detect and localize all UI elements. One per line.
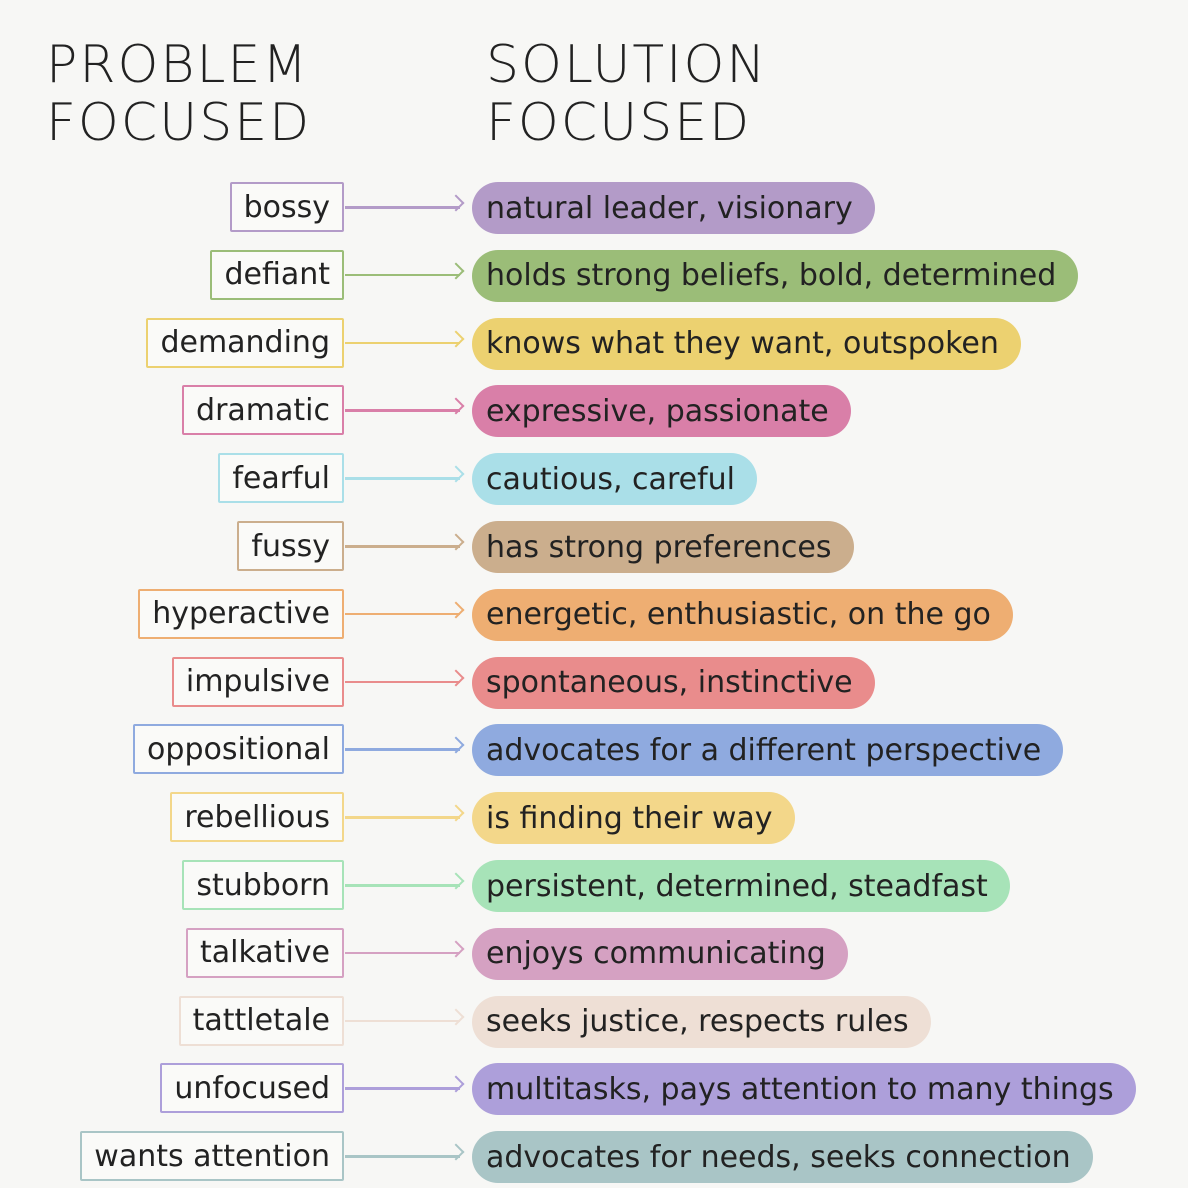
- problem-label: dramatic: [182, 385, 344, 436]
- problem-label: wants attention: [80, 1131, 344, 1182]
- arrow-right-icon: [447, 940, 465, 958]
- reframe-row: stubborn persistent, determined, steadfas…: [0, 856, 1188, 916]
- problem-label: talkative: [185, 927, 344, 978]
- solution-focused-heading: SOLUTION FOCUSED: [486, 36, 767, 152]
- solution-label: advocates for a different perspective: [472, 724, 1064, 777]
- connector-line: [345, 409, 460, 412]
- heading-line: FOCUSED: [486, 93, 752, 153]
- connector-line: [345, 748, 460, 751]
- reframe-row: fussy has strong preferences: [0, 517, 1188, 577]
- problem-label: hyperactive: [138, 588, 344, 639]
- problem-label: oppositional: [133, 724, 344, 775]
- solution-label: is finding their way: [472, 792, 795, 845]
- solution-label: advocates for needs, seeks connection: [472, 1131, 1093, 1184]
- problem-label: fearful: [218, 453, 344, 504]
- arrow-right-icon: [447, 1143, 465, 1161]
- arrow-right-icon: [447, 330, 465, 348]
- arrow-right-icon: [447, 601, 465, 619]
- solution-label: seeks justice, respects rules: [472, 995, 931, 1048]
- connector-line: [345, 1019, 460, 1023]
- solution-label: cautious, careful: [472, 453, 757, 506]
- connector-line: [345, 341, 460, 345]
- arrow-right-icon: [447, 465, 465, 483]
- arrow-right-icon: [447, 533, 465, 551]
- connector-line: [345, 680, 460, 684]
- reframe-row: rebellious is finding their way: [0, 788, 1188, 848]
- solution-label: spontaneous, instinctive: [472, 656, 875, 709]
- reframe-row: dramatic expressive, passionate: [0, 381, 1188, 441]
- problem-label: unfocused: [160, 1063, 344, 1114]
- connector-line: [345, 816, 460, 819]
- reframe-row: hyperactive energetic, enthusiastic, on t…: [0, 585, 1188, 645]
- arrow-right-icon: [447, 1008, 465, 1026]
- problem-label: impulsive: [171, 656, 344, 707]
- reframe-row: unfocused multitasks, pays attention to m…: [0, 1059, 1188, 1119]
- connector-line: [345, 477, 460, 480]
- arrow-right-icon: [447, 872, 465, 890]
- reframe-row: fearful cautious, careful: [0, 449, 1188, 509]
- solution-label: natural leader, visionary: [472, 182, 875, 234]
- reframe-row: impulsive spontaneous, instinctive: [0, 653, 1188, 713]
- connector-line: [345, 612, 460, 616]
- reframe-row: demanding knows what they want, outspoken: [0, 314, 1188, 374]
- problem-label: bossy: [229, 182, 344, 232]
- arrow-right-icon: [447, 262, 465, 280]
- connector-line: [345, 1155, 460, 1158]
- problem-label: stubborn: [182, 860, 344, 910]
- connector-line: [345, 273, 460, 277]
- reframe-row: tattletale seeks justice, respects rules: [0, 992, 1188, 1052]
- arrow-right-icon: [447, 669, 465, 687]
- connector-line: [345, 545, 460, 548]
- connector-line: [345, 206, 460, 209]
- solution-label: persistent, determined, steadfast: [472, 860, 1010, 912]
- reframe-row: talkative enjoys communicating: [0, 924, 1188, 984]
- problem-label: fussy: [237, 521, 344, 571]
- reframe-row: bossy natural leader, visionary: [0, 178, 1188, 238]
- problem-focused-heading: PROBLEM FOCUSED: [46, 36, 311, 152]
- solution-label: multitasks, pays attention to many thing…: [472, 1063, 1136, 1116]
- heading-line: PROBLEM: [46, 35, 310, 95]
- solution-label: has strong preferences: [472, 521, 854, 573]
- solution-label: holds strong beliefs, bold, determined: [472, 249, 1079, 302]
- arrow-right-icon: [447, 397, 465, 415]
- arrow-right-icon: [447, 1075, 465, 1093]
- solution-label: expressive, passionate: [472, 385, 851, 438]
- heading-line: FOCUSED: [46, 93, 312, 153]
- connector-line: [345, 1087, 460, 1090]
- solution-label: enjoys communicating: [472, 927, 848, 980]
- problem-label: tattletale: [178, 995, 344, 1046]
- connector-line: [345, 884, 460, 887]
- problem-label: defiant: [210, 249, 344, 300]
- problem-label: rebellious: [170, 792, 344, 843]
- arrow-right-icon: [447, 804, 465, 822]
- reframe-row: oppositional advocates for a different pe…: [0, 720, 1188, 780]
- reframe-row: defiant holds strong beliefs, bold, deter…: [0, 246, 1188, 306]
- solution-label: energetic, enthusiastic, on the go: [472, 588, 1013, 641]
- problem-label: demanding: [146, 317, 344, 368]
- arrow-right-icon: [447, 736, 465, 754]
- reframe-row: wants attention advocates for needs, seek…: [0, 1127, 1188, 1187]
- heading-line: SOLUTION: [486, 35, 768, 95]
- arrow-right-icon: [447, 194, 465, 212]
- solution-label: knows what they want, outspoken: [472, 317, 1021, 370]
- connector-line: [345, 951, 460, 955]
